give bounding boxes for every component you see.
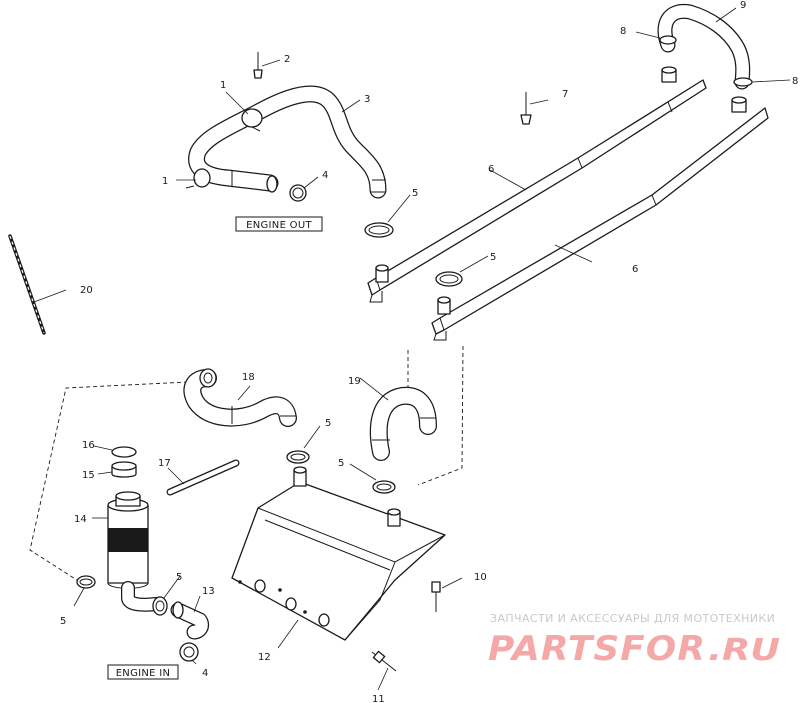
callout-numbers: 1 1 2 3 4 4 5 5 5 5 5 5 6 6 7 8 8 9 10 1… xyxy=(60,0,798,703)
callout-17: 17 xyxy=(158,458,171,469)
callout-8-right: 8 xyxy=(792,76,798,87)
clamp-part-5-left xyxy=(76,575,96,589)
callout-8-left: 8 xyxy=(620,26,626,37)
callout-18: 18 xyxy=(242,372,255,383)
callout-2: 2 xyxy=(284,54,290,65)
callout-5-middle: 5 xyxy=(490,252,496,263)
callout-15: 15 xyxy=(82,470,95,481)
clamp-part-8-right xyxy=(733,77,753,87)
leader-lines xyxy=(33,7,791,691)
callout-13: 13 xyxy=(202,586,215,597)
cap-part-16 xyxy=(111,446,137,458)
hose-part-19 xyxy=(369,386,437,461)
callout-4-lower: 4 xyxy=(202,668,208,679)
callout-4-upper: 4 xyxy=(322,170,328,181)
clamp-part-8-left xyxy=(659,35,677,45)
callout-5-left: 5 xyxy=(60,616,66,627)
hose-part-18 xyxy=(183,368,297,427)
cooler-part-12 xyxy=(231,466,446,641)
hose-part-3 xyxy=(188,85,387,199)
engine-out-text: ENGINE OUT xyxy=(246,220,312,231)
heat-exchanger-part-6-lower xyxy=(431,96,769,341)
screw-part-2 xyxy=(253,52,263,79)
heat-exchanger-part-6-upper xyxy=(367,66,707,303)
callout-1-lower: 1 xyxy=(162,176,168,187)
clamp-part-1-lower xyxy=(185,168,211,189)
clamp-part-4-upper xyxy=(289,184,307,202)
callout-9: 9 xyxy=(740,0,746,11)
callout-20: 20 xyxy=(80,285,93,296)
hose-part-13 xyxy=(170,601,210,640)
bolt-part-10 xyxy=(431,581,441,612)
callout-10: 10 xyxy=(474,572,487,583)
callout-6-upper: 6 xyxy=(488,164,494,175)
engine-out-label: ENGINE OUT xyxy=(235,216,323,232)
callout-1-upper: 1 xyxy=(220,80,226,91)
callout-5-upper: 5 xyxy=(412,188,418,199)
callout-19: 19 xyxy=(348,376,361,387)
watermark: ЗАПЧАСТИ И АКСЕССУАРЫ ДЛЯ МОТОТЕХНИКИ PA… xyxy=(488,612,780,669)
clamp-part-4-lower xyxy=(179,642,199,662)
clamp-part-5-bottle xyxy=(152,596,168,616)
screw-part-7 xyxy=(520,92,532,125)
reservoir-part-14 xyxy=(107,491,163,612)
watermark-tagline: ЗАПЧАСТИ И АКСЕССУАРЫ ДЛЯ МОТОТЕХНИКИ xyxy=(490,612,775,625)
callout-5-bottle: 5 xyxy=(176,572,182,583)
callout-3: 3 xyxy=(364,94,370,105)
tube-part-17 xyxy=(166,459,240,496)
clamp-part-5-tank-right xyxy=(372,480,396,494)
gasket-part-15 xyxy=(111,461,137,478)
clamp-part-5-tank-left xyxy=(286,450,310,464)
clamp-part-5-upper xyxy=(364,222,394,238)
clamp-part-5-middle xyxy=(435,271,463,287)
callout-14: 14 xyxy=(74,514,87,525)
callout-6-lower: 6 xyxy=(632,264,638,275)
callout-5-tank-left: 5 xyxy=(325,418,331,429)
engine-in-label: ENGINE IN xyxy=(107,664,179,680)
engine-in-text: ENGINE IN xyxy=(116,668,171,679)
callout-7: 7 xyxy=(562,89,568,100)
callout-12: 12 xyxy=(258,652,271,663)
watermark-logo-tld: .RU xyxy=(708,633,780,668)
callout-5-tank-right: 5 xyxy=(338,458,344,469)
callout-11: 11 xyxy=(372,694,385,703)
callout-16: 16 xyxy=(82,440,95,451)
watermark-logo-main: PARTSFOR xyxy=(488,629,706,669)
bolt-part-11 xyxy=(371,650,397,672)
rod-part-20 xyxy=(8,234,46,335)
